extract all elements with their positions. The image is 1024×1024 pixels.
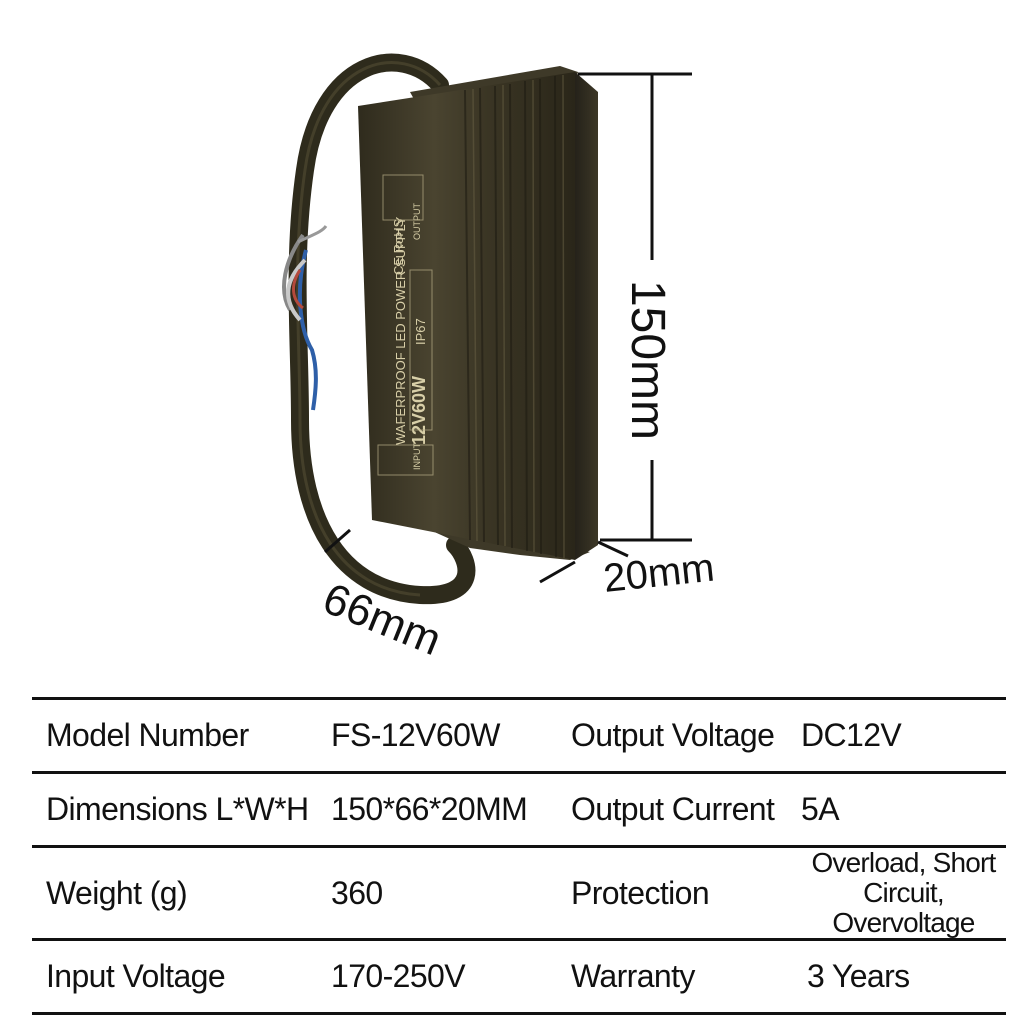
heatsink-ridges	[464, 75, 557, 558]
height-dimension-label: 150mm	[621, 280, 674, 440]
table-row: Dimensions L*W*H 150*66*20MM Output Curr…	[32, 772, 1006, 847]
height-dimension-line	[578, 72, 692, 542]
spec-label: Input Voltage	[46, 958, 226, 994]
spec-label: Model Number	[46, 717, 249, 753]
spec-label: Protection	[571, 874, 710, 911]
power-supply-case	[358, 72, 575, 560]
spec-label: Warranty	[571, 958, 695, 994]
spec-value: 5A	[801, 791, 840, 827]
table-row: Weight (g) 360 Protection Overload, Shor…	[32, 846, 1006, 940]
spec-value: 150*66*20MM	[331, 791, 528, 827]
case-label-boxes	[377, 174, 434, 476]
case-marks: CE RoHS	[391, 218, 406, 275]
spec-label: Output Voltage	[571, 717, 775, 753]
depth-dimension-label: 20mm	[601, 546, 716, 601]
stripped-wires	[282, 225, 328, 411]
spec-value: 170-250V	[331, 958, 466, 994]
spec-value: 360	[331, 874, 383, 911]
spec-value: Overload, Short Circuit, Overvoltage	[811, 847, 996, 938]
case-side	[575, 72, 598, 560]
depth-dimension-line	[597, 540, 629, 558]
case-model: 12V60W	[409, 376, 429, 445]
case-input-label: INPUT	[412, 442, 422, 470]
table-row: Input Voltage 170-250V Warranty 3 Years	[32, 939, 1006, 1014]
case-rating: IP67	[413, 318, 428, 345]
case-title: WAFERPROOF LED POWER SUPPLY	[393, 216, 408, 445]
spec-label: Weight (g)	[46, 874, 188, 911]
width-dimension-line	[324, 528, 576, 584]
spec-label: Output Current	[571, 791, 775, 827]
spec-value: 3 Years	[807, 958, 910, 994]
spec-value: DC12V	[801, 717, 902, 753]
case-output-label: OUTPUT	[412, 203, 422, 241]
spec-value: FS-12V60W	[331, 717, 500, 753]
table-row: Model Number FS-12V60W Output Voltage DC…	[32, 698, 1006, 773]
spec-label: Dimensions L*W*H	[46, 791, 309, 827]
product-figure: WAFERPROOF LED POWER SUPPLY 12V60W IP67 …	[282, 53, 716, 665]
heatsink-highlights	[472, 74, 565, 559]
spec-table: Model Number FS-12V60W Output Voltage DC…	[32, 697, 1006, 1015]
